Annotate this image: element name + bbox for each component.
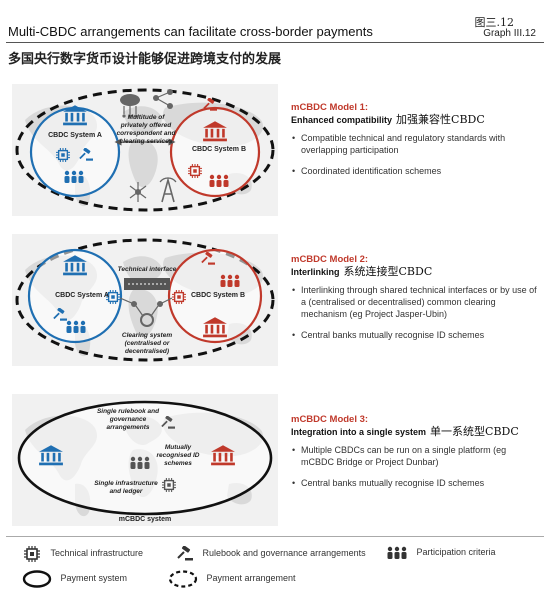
legend-rulebook: Rulebook and governance arrangements [176,546,366,562]
label-mutual-id: Mutually recognised ID schemes [156,444,200,467]
panel-model-2: CBDC System A CBDC System B Technical in… [12,234,278,366]
people-icon [387,546,407,559]
model-2-bullets: Interlinking through shared technical in… [291,284,541,341]
panel-model-1: CBDC System A CBDC System B Multitude of… [12,84,278,216]
label-system-b: CBDC System B [191,146,247,153]
legend-participation: Participation criteria [386,546,496,560]
model-3-title: mCBDC Model 3: [291,414,369,425]
legend-payment-system: Payment system [22,570,127,588]
clearing-network-icon [119,297,173,327]
share-icon [153,89,173,109]
graph-number-cn: 图三.12 [474,16,515,29]
diagram-model-1 [12,84,278,216]
chip-icon [24,546,40,562]
gavel-icon [177,546,194,562]
model-3-bullets: Multiple CBDCs can be run on a single pl… [291,444,541,489]
label-system-a: CBDC System A [48,132,102,139]
label-technical-interface: Technical interface [117,266,177,273]
label-single-infrastructure: Single infrastructure and ledger [94,480,158,495]
label-mcbdc-system: mCBDC system [118,516,172,523]
panel-model-3: Single rulebook and governance arrangeme… [12,394,278,526]
title-rule [6,42,544,43]
diagram-model-2 [12,234,278,366]
tower-icon [159,176,177,203]
model-2-subtitle-cn: 系统连接型CBDC [343,265,433,278]
list-item: Central banks mutually recognise ID sche… [292,329,541,341]
list-item: Compatible technical and regulatory stan… [292,132,541,156]
model-1-bullets: Compatible technical and regulatory stan… [291,132,541,177]
model-1-subtitle-cn: 加强兼容性CBDC [396,113,485,126]
label-system-b: CBDC System B [190,292,246,299]
solid-ellipse-icon [22,570,52,588]
legend-technical-infrastructure: Technical infrastructure [24,546,143,562]
title-cn: 多国央行数字货币设计能够促进跨境支付的发展 [8,52,282,67]
label-single-rulebook: Single rulebook and governance arrangeme… [96,408,160,431]
model-2-title: mCBDC Model 2: [291,254,369,265]
list-item: Central banks mutually recognise ID sche… [292,477,541,489]
label-clearing-system: Clearing system (centralised or decentra… [121,332,173,355]
dashed-ellipse-icon [168,570,198,588]
diagram-model-3 [12,394,278,526]
graph-number-en: Graph III.12 [483,28,536,39]
model-3-subtitle-cn: 单一系统型CBDC [430,425,519,438]
model-1-title: mCBDC Model 1: [291,102,369,113]
legend-divider [6,536,544,537]
cloud-network-icon [120,94,140,118]
title-en: Multi-CBDC arrangements can facilitate c… [8,24,373,39]
list-item: Coordinated identification schemes [292,165,541,177]
label-system-a: CBDC System A [55,292,109,299]
hub-icon [129,182,147,202]
label-private-services: Multitude of privately offered correspon… [116,114,176,145]
model-3-description: mCBDC Model 3: Integration into a single… [291,414,541,498]
list-item: Interlinking through shared technical in… [292,284,541,320]
list-item: Multiple CBDCs can be run on a single pl… [292,444,541,468]
legend-payment-arrangement: Payment arrangement [168,570,296,588]
